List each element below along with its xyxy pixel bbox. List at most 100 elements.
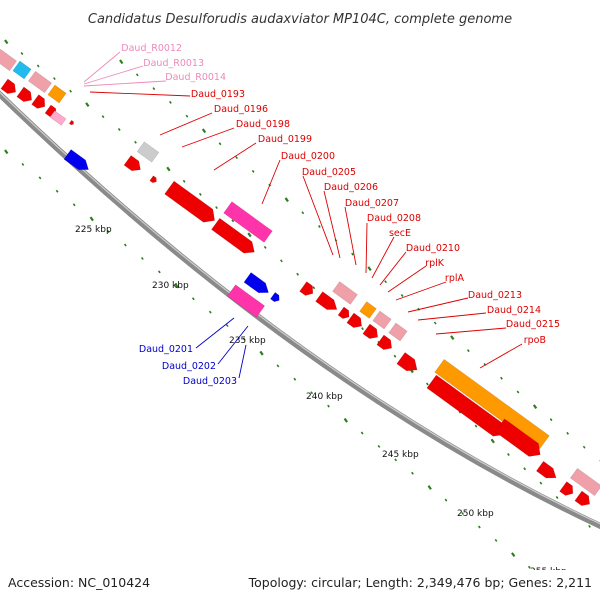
feature-red-7[interactable] (574, 490, 593, 509)
tick-mark (351, 252, 354, 256)
gene-label-daud-0206[interactable]: Daud_0206 (324, 182, 378, 193)
feature-cyan-r0013[interactable] (12, 60, 32, 80)
feature-red-0207[interactable] (337, 306, 352, 321)
tick-mark (427, 485, 432, 490)
leader-0215 (435, 327, 507, 335)
feature-pink-r0014[interactable] (27, 70, 53, 94)
tick-mark (312, 286, 316, 290)
gene-label-daud-r0013[interactable]: Daud_R0013 (143, 58, 204, 69)
feature-blue-0202[interactable] (243, 272, 272, 298)
feature-red-rpob[interactable] (426, 374, 509, 441)
gene-label-daud-0196[interactable]: Daud_0196 (214, 104, 268, 115)
tick-mark (185, 114, 189, 118)
tick-mark (296, 272, 300, 276)
tick-mark (247, 232, 252, 238)
tick-mark (242, 337, 246, 341)
gene-label-daud-0213[interactable]: Daud_0213 (468, 290, 522, 301)
tick-mark (494, 538, 498, 542)
gene-label-daud-0202[interactable]: Daud_0202 (162, 361, 216, 372)
gene-label-daud-0207[interactable]: Daud_0207 (345, 198, 399, 209)
tick-mark (400, 294, 404, 297)
tick-mark (166, 166, 171, 172)
leader-0193 (89, 91, 191, 97)
feature-red-1[interactable] (0, 78, 19, 97)
tick-mark (123, 243, 127, 247)
tick-mark (549, 418, 553, 422)
gene-label-daud-0201[interactable]: Daud_0201 (139, 344, 193, 355)
tick-mark (263, 245, 267, 249)
gene-label-daud-r0014[interactable]: Daud_R0014 (165, 72, 226, 83)
leader-rpla (395, 281, 447, 301)
map-title: Candidatus Desulforudis audaxviator MP10… (88, 12, 512, 27)
tick-mark (182, 179, 186, 183)
tick-mark (20, 51, 24, 55)
leader-rplk (387, 265, 427, 293)
feature-orange-rpob[interactable] (434, 358, 550, 450)
tick-mark (394, 458, 398, 462)
tick-mark (225, 324, 229, 328)
feature-magenta-0200[interactable] (223, 201, 273, 243)
feature-red-small[interactable] (149, 175, 158, 184)
feature-red-rplk[interactable] (362, 323, 381, 342)
feature-blue-0201[interactable] (63, 149, 92, 175)
feature-red-sece[interactable] (346, 312, 365, 331)
feature-magenta-0201[interactable] (226, 284, 266, 318)
feature-red-2[interactable] (16, 86, 35, 105)
feature-red-5[interactable] (535, 460, 559, 482)
tick-mark (101, 115, 105, 119)
feature-red-3[interactable] (31, 94, 49, 112)
gene-label-sece[interactable]: secE (389, 228, 411, 239)
feature-orange-0208[interactable] (359, 301, 377, 319)
feature-red-6[interactable] (559, 481, 577, 499)
feature-red-rpoc[interactable] (494, 418, 545, 461)
tick-mark (566, 431, 570, 435)
gene-label-daud-0199[interactable]: Daud_0199 (258, 134, 312, 145)
gene-label-daud-0203[interactable]: Daud_0203 (183, 376, 237, 387)
gene-label-daud-0198[interactable]: Daud_0198 (236, 119, 290, 130)
tick-mark (588, 524, 591, 528)
feature-red-0206[interactable] (315, 291, 341, 315)
leader-0213 (407, 297, 469, 313)
feature-pink-0205[interactable] (332, 281, 358, 305)
gene-label-daud-r0012[interactable]: Daud_R0012 (121, 43, 182, 54)
tick-label-240: 240 kbp (306, 392, 343, 402)
gene-label-rplk[interactable]: rplK (425, 258, 445, 269)
gene-label-rpla[interactable]: rplA (445, 273, 465, 284)
feature-pink-0210[interactable] (372, 310, 392, 330)
tick-mark (157, 270, 161, 274)
leader-0207 (344, 206, 357, 266)
gene-label-daud-0193[interactable]: Daud_0193 (191, 89, 245, 100)
feature-red-tiny[interactable] (68, 119, 75, 126)
feature-red-0200b[interactable] (211, 217, 258, 258)
tick-mark (215, 206, 218, 210)
feature-red-rpla[interactable] (376, 334, 395, 353)
feature-pink-0213[interactable] (388, 322, 408, 342)
tick-mark (38, 176, 42, 180)
tick-mark (361, 327, 364, 331)
feature-red-0215[interactable] (396, 352, 421, 375)
feature-gray[interactable] (136, 141, 160, 163)
gene-label-rpob[interactable]: rpoB (524, 335, 546, 346)
gene-label-daud-0205[interactable]: Daud_0205 (302, 167, 356, 178)
gene-label-daud-0215[interactable]: Daud_0215 (506, 319, 560, 330)
genome-summary-text: Topology: circular; Length: 2,349,476 bp… (248, 575, 592, 590)
tick-mark (523, 467, 527, 471)
feature-red-0196[interactable] (123, 155, 144, 174)
gene-label-daud-0214[interactable]: Daud_0214 (487, 305, 541, 316)
tick-mark (89, 216, 94, 222)
leader-0198 (181, 127, 235, 148)
feature-orange[interactable] (47, 84, 67, 104)
feature-light-pink[interactable] (49, 110, 67, 126)
leader-0196 (159, 112, 213, 136)
gene-label-daud-0210[interactable]: Daud_0210 (406, 243, 460, 254)
feature-pink-edge[interactable] (569, 467, 600, 497)
feature-blue-0203[interactable] (269, 291, 281, 303)
tick-mark (511, 552, 516, 557)
gene-label-daud-0208[interactable]: Daud_0208 (367, 213, 421, 224)
feature-red-0199[interactable] (164, 180, 220, 227)
gene-label-daud-0200[interactable]: Daud_0200 (281, 151, 335, 162)
feature-red-0205[interactable] (299, 281, 317, 299)
feature-pink-r0012[interactable] (0, 48, 18, 72)
leader-0202 (217, 325, 249, 365)
leader-0199 (213, 142, 257, 171)
